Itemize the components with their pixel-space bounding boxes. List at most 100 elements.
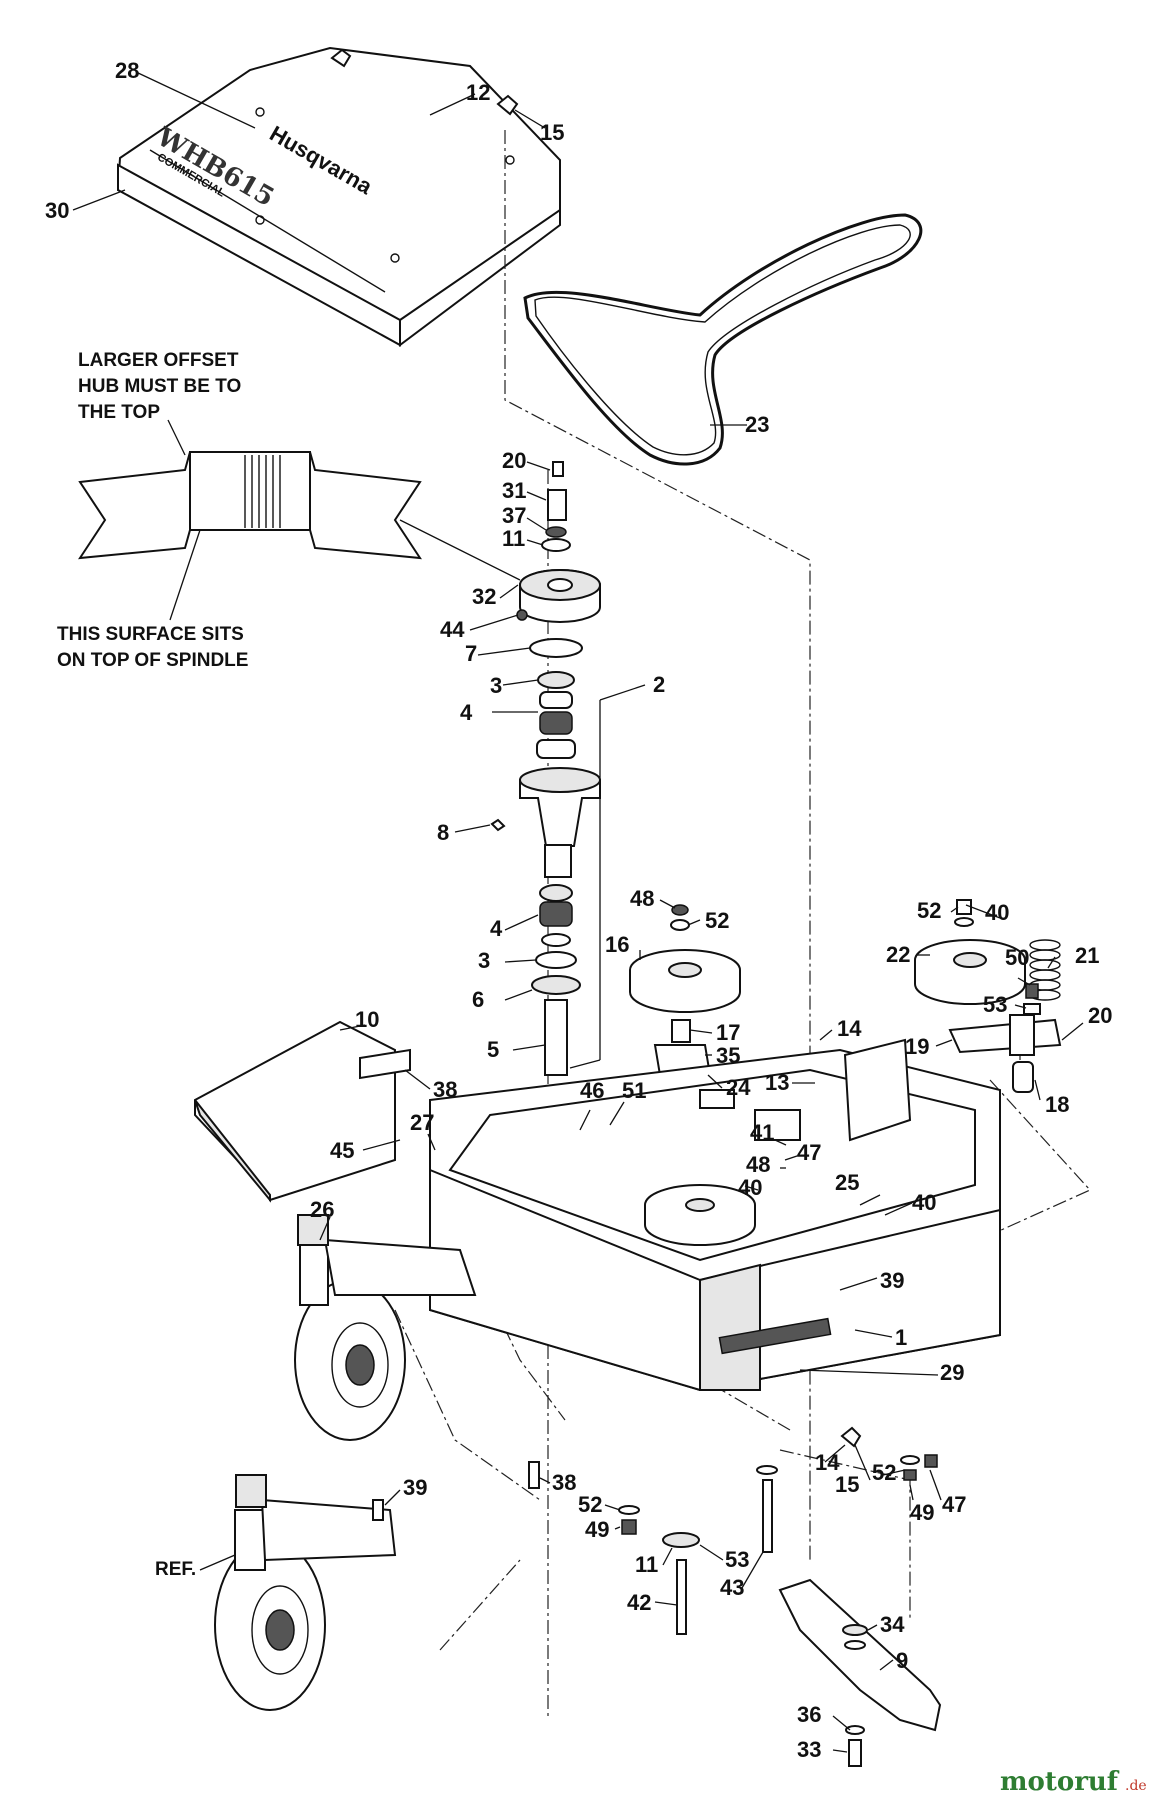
label-44: 44 — [440, 617, 465, 642]
part-labels: 28 12 15 30 23 20 31 37 11 32 44 7 2 3 4… — [45, 58, 1112, 1762]
label-28: 28 — [115, 58, 139, 83]
part-29-decal — [718, 1317, 832, 1355]
label-14: 14 — [837, 1016, 862, 1041]
label-11-lower: 11 — [635, 1552, 658, 1577]
label-25: 25 — [835, 1170, 859, 1195]
label-12: 12 — [466, 80, 490, 105]
deck-housing — [429, 1038, 1001, 1392]
label-39-rear: 39 — [403, 1475, 427, 1500]
note-top-hub-3: THE TOP — [78, 402, 160, 423]
label-53: 53 — [983, 992, 1007, 1017]
part-8-fitting — [490, 818, 506, 832]
label-26: 26 — [310, 1197, 334, 1222]
label-43: 43 — [720, 1575, 744, 1600]
label-27: 27 — [410, 1110, 434, 1135]
label-17: 17 — [716, 1020, 740, 1045]
label-4-lower: 4 — [490, 916, 503, 941]
part-43-bolt — [762, 1479, 773, 1553]
part-25-bracket — [843, 1038, 912, 1142]
pulley-hub-detail: LARGER OFFSET HUB MUST BE TO THE TOP THI… — [57, 350, 521, 671]
knob-15-top — [330, 48, 352, 68]
part-11-washer — [541, 538, 571, 552]
label-29: 29 — [940, 1360, 964, 1385]
part-5-shaft — [544, 999, 568, 1076]
label-5: 5 — [487, 1037, 499, 1062]
part-3-seal — [537, 671, 575, 689]
label-19: 19 — [905, 1034, 929, 1059]
label-53-lower: 53 — [725, 1547, 749, 1572]
part-40-bolt — [956, 899, 972, 915]
part-20-screw — [552, 461, 564, 477]
label-2: 2 — [653, 672, 665, 697]
label-14-lower: 14 — [815, 1450, 840, 1475]
label-10: 10 — [355, 1007, 379, 1032]
part-21-spring — [1029, 939, 1061, 1001]
label-7: 7 — [465, 641, 477, 666]
label-15: 15 — [540, 120, 564, 145]
part-33-bolt — [848, 1739, 862, 1767]
label-38-lower: 38 — [552, 1470, 576, 1495]
label-41: 41 — [750, 1120, 774, 1145]
label-18: 18 — [1045, 1092, 1069, 1117]
label-48: 48 — [630, 886, 654, 911]
label-49: 49 — [910, 1500, 934, 1525]
label-47-lower: 47 — [942, 1492, 966, 1517]
leader-lines — [72, 71, 1084, 1753]
part-11-lower-washer — [662, 1532, 700, 1548]
part-17-spacer — [671, 1019, 691, 1043]
label-32: 32 — [472, 584, 496, 609]
note-top-hub-2: HUB MUST BE TO — [78, 376, 241, 397]
note-top-hub-1: LARGER OFFSET — [78, 350, 239, 371]
watermark-tld: .de — [1125, 1778, 1147, 1794]
drive-belt — [523, 213, 923, 466]
label-9: 9 — [896, 1648, 908, 1673]
belt-cover: WHB615 COMMERCIAL Husqvarna — [116, 46, 561, 347]
watermark: motoruf .de — [1000, 1767, 1147, 1797]
part-4-lower-bearing — [539, 901, 573, 927]
part-38-bolt — [528, 1461, 540, 1489]
label-52-bottom: 52 — [578, 1492, 602, 1517]
spindle-assembly — [490, 461, 601, 1076]
mower-blade — [778, 1578, 942, 1767]
front-caster-wheel — [294, 1214, 477, 1441]
label-21: 21 — [1075, 943, 1099, 968]
label-16: 16 — [605, 932, 629, 957]
part-42-bolt — [676, 1559, 687, 1635]
label-52-lower: 52 — [872, 1460, 896, 1485]
label-33: 33 — [797, 1737, 821, 1762]
label-50: 50 — [1005, 945, 1029, 970]
knob-15-lower — [840, 1426, 862, 1448]
label-13: 13 — [765, 1070, 789, 1095]
label-35: 35 — [716, 1043, 740, 1068]
label-48-deck: 48 — [746, 1152, 770, 1177]
label-24: 24 — [726, 1075, 751, 1100]
label-52: 52 — [705, 908, 729, 933]
label-37: 37 — [502, 503, 526, 528]
part-6-washer — [531, 975, 581, 995]
discharge-chute — [194, 1020, 411, 1203]
part-31-shaft — [547, 489, 567, 521]
label-34: 34 — [880, 1612, 905, 1637]
label-8: 8 — [437, 820, 449, 845]
label-6: 6 — [472, 987, 484, 1012]
label-47: 47 — [797, 1140, 821, 1165]
label-20-idler: 20 — [1088, 1003, 1112, 1028]
label-45: 45 — [330, 1138, 354, 1163]
label-3-lower: 3 — [478, 948, 490, 973]
label-4: 4 — [460, 700, 473, 725]
label-42: 42 — [627, 1590, 651, 1615]
idler-arm-assembly — [914, 899, 1062, 1093]
label-1: 1 — [895, 1325, 907, 1350]
label-23: 23 — [745, 412, 769, 437]
part-18-spacer — [1012, 1061, 1034, 1093]
label-22: 22 — [886, 942, 910, 967]
label-3: 3 — [490, 673, 502, 698]
part-19-arm — [948, 1018, 1062, 1054]
watermark-name: motoruf — [1000, 1767, 1120, 1797]
part-3-lower-seal — [535, 951, 577, 969]
label-36: 36 — [797, 1702, 821, 1727]
part-50-nut — [1025, 983, 1039, 999]
label-40-deck: 40 — [738, 1175, 762, 1200]
rear-caster-wheel — [214, 1474, 397, 1711]
